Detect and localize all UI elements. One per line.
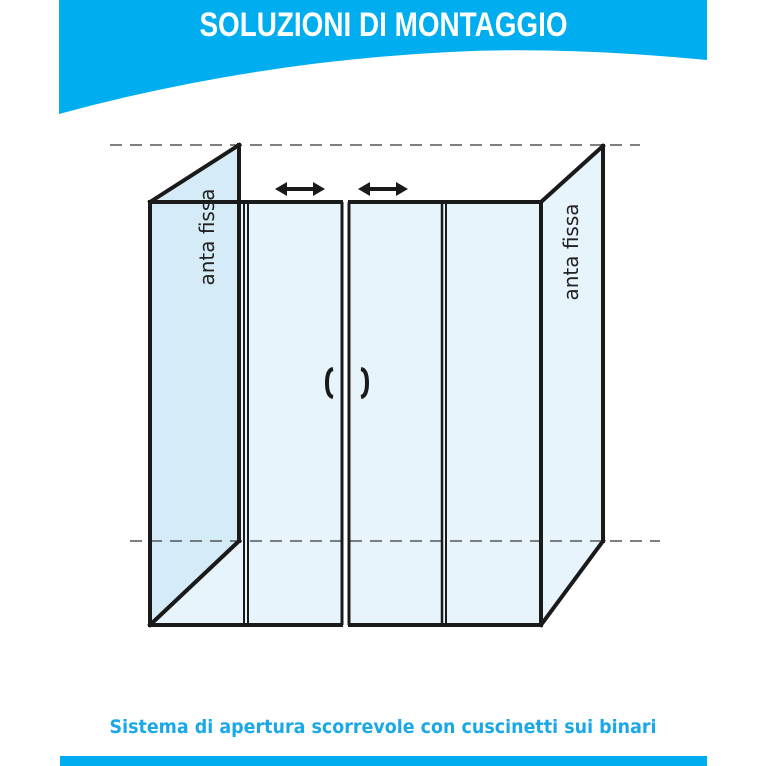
- right-panel-frame: [538, 143, 606, 628]
- sliding-arrow-left-icon: [275, 182, 325, 196]
- right-fixed-panel: [541, 146, 603, 625]
- header-banner: [59, 0, 707, 114]
- door-handle-left-icon: [324, 367, 334, 399]
- door-handle-right-icon: [360, 367, 370, 399]
- front-fixed-left-glass: [239, 202, 343, 625]
- right-panel-label: anta fissa: [559, 203, 583, 301]
- front-door-right-glass: [348, 202, 541, 625]
- left-panel-frame: [147, 142, 242, 628]
- page-title: SOLUZIONI DI MONTAGGIO: [199, 6, 568, 44]
- panel-dividers: [243, 202, 447, 625]
- left-panel-label: anta fissa: [195, 188, 219, 286]
- sliding-arrow-right-icon: [358, 182, 408, 196]
- footer-bar: [60, 756, 707, 766]
- caption-text: Sistema di apertura scorrevole con cusci…: [109, 716, 657, 738]
- front-rails: [150, 200, 541, 627]
